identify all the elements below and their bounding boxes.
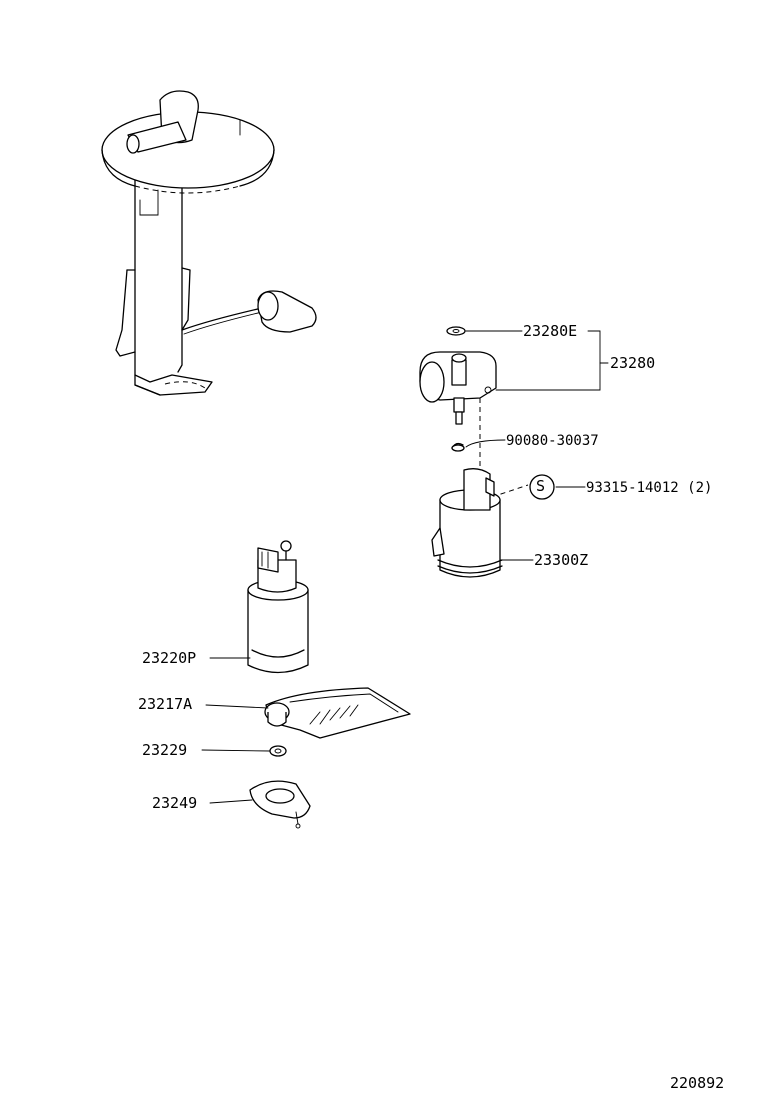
s-symbol-letter: S — [536, 477, 546, 495]
fuel-filter-icon[interactable] — [419, 326, 529, 578]
cushion-icon[interactable] — [249, 780, 311, 829]
strainer-icon[interactable] — [264, 687, 411, 739]
part-label-23220p[interactable]: 23220P — [142, 649, 197, 667]
fuel-pump-icon[interactable] — [247, 540, 309, 674]
part-label-23280[interactable]: 23280 — [610, 354, 656, 372]
part-label-90080-30037[interactable]: 90080-30037 — [506, 433, 599, 449]
part-label-23249[interactable]: 23249 — [152, 794, 198, 812]
washer-icon[interactable] — [269, 745, 287, 757]
diagram-id: 220892 — [670, 1074, 725, 1092]
leader-lines — [201, 330, 609, 804]
part-label-23300z[interactable]: 23300Z — [534, 551, 589, 569]
fuel-sender-bracket-icon[interactable] — [101, 90, 317, 396]
s-symbol-icon — [529, 474, 555, 500]
part-label-93315-14012[interactable]: 93315-14012 (2) — [586, 480, 713, 496]
part-label-23280e[interactable]: 23280E — [523, 322, 578, 340]
part-label-23229[interactable]: 23229 — [142, 741, 188, 759]
part-label-23217a[interactable]: 23217A — [138, 695, 193, 713]
